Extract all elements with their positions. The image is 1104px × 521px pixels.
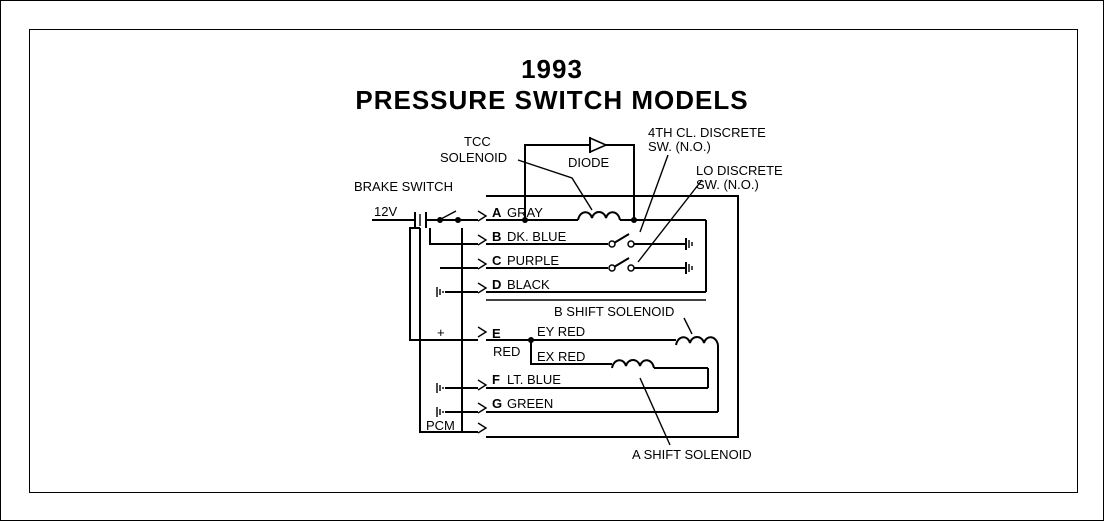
tcc-label-line2: SOLENOID — [440, 150, 507, 165]
diagram-frame — [29, 29, 1078, 493]
a-shift-solenoid-label: A SHIFT SOLENOID — [632, 447, 752, 462]
pin-e-wire: RED — [493, 344, 520, 359]
pin-d-wire: BLACK — [507, 277, 550, 292]
pin-e-letter: E — [492, 326, 501, 341]
tcc-label-line1: TCC — [464, 134, 491, 149]
pin-g-letter: G — [492, 396, 502, 411]
lo-discrete-label-line2: SW. (N.O.) — [696, 177, 759, 192]
pin-c-letter: C — [492, 253, 502, 268]
pin-f-letter: F — [492, 372, 500, 387]
circuit-c-switch — [486, 257, 693, 274]
fourth-cl-label-line2: SW. (N.O.) — [648, 139, 711, 154]
pin-c-wire: PURPLE — [507, 253, 559, 268]
pin-f-wire: LT. BLUE — [507, 372, 561, 387]
brake-switch-input — [372, 210, 478, 228]
pin-d-letter: D — [492, 277, 501, 292]
plus-label: + — [437, 325, 445, 340]
pin-g-wire: GREEN — [507, 396, 553, 411]
fourth-cl-label-line1: 4TH CL. DISCRETE — [648, 125, 766, 140]
circuit-d — [486, 220, 707, 293]
b-shift-solenoid-label: B SHIFT SOLENOID — [554, 304, 674, 319]
pin-chevrons — [477, 210, 488, 434]
pin-b-letter: B — [492, 229, 501, 244]
circuit-a — [486, 136, 707, 240]
circuit-f-g — [486, 368, 718, 413]
brake-switch-label: BRAKE SWITCH — [354, 179, 453, 194]
lo-discrete-label-line1: LO DISCRETE — [696, 163, 783, 178]
connector-outline — [486, 195, 739, 438]
diode-symbol — [589, 136, 608, 154]
circuit-e — [486, 336, 719, 412]
diagram-title: PRESSURE SWITCH MODELS — [355, 85, 749, 115]
voltage-label: 12V — [374, 204, 397, 219]
diagram-year: 1993 — [521, 54, 583, 84]
callout-leaders — [517, 154, 703, 446]
circuit-b-switch — [486, 233, 693, 250]
diode-label: DIODE — [568, 155, 610, 170]
pcm-feed-lines — [409, 227, 478, 433]
pcm-label: PCM — [426, 418, 455, 433]
ey-red-label: EY RED — [537, 324, 585, 339]
ground-icon — [436, 287, 444, 417]
pin-a-letter: A — [492, 205, 502, 220]
ex-red-label: EX RED — [537, 349, 585, 364]
pin-b-wire: DK. BLUE — [507, 229, 567, 244]
